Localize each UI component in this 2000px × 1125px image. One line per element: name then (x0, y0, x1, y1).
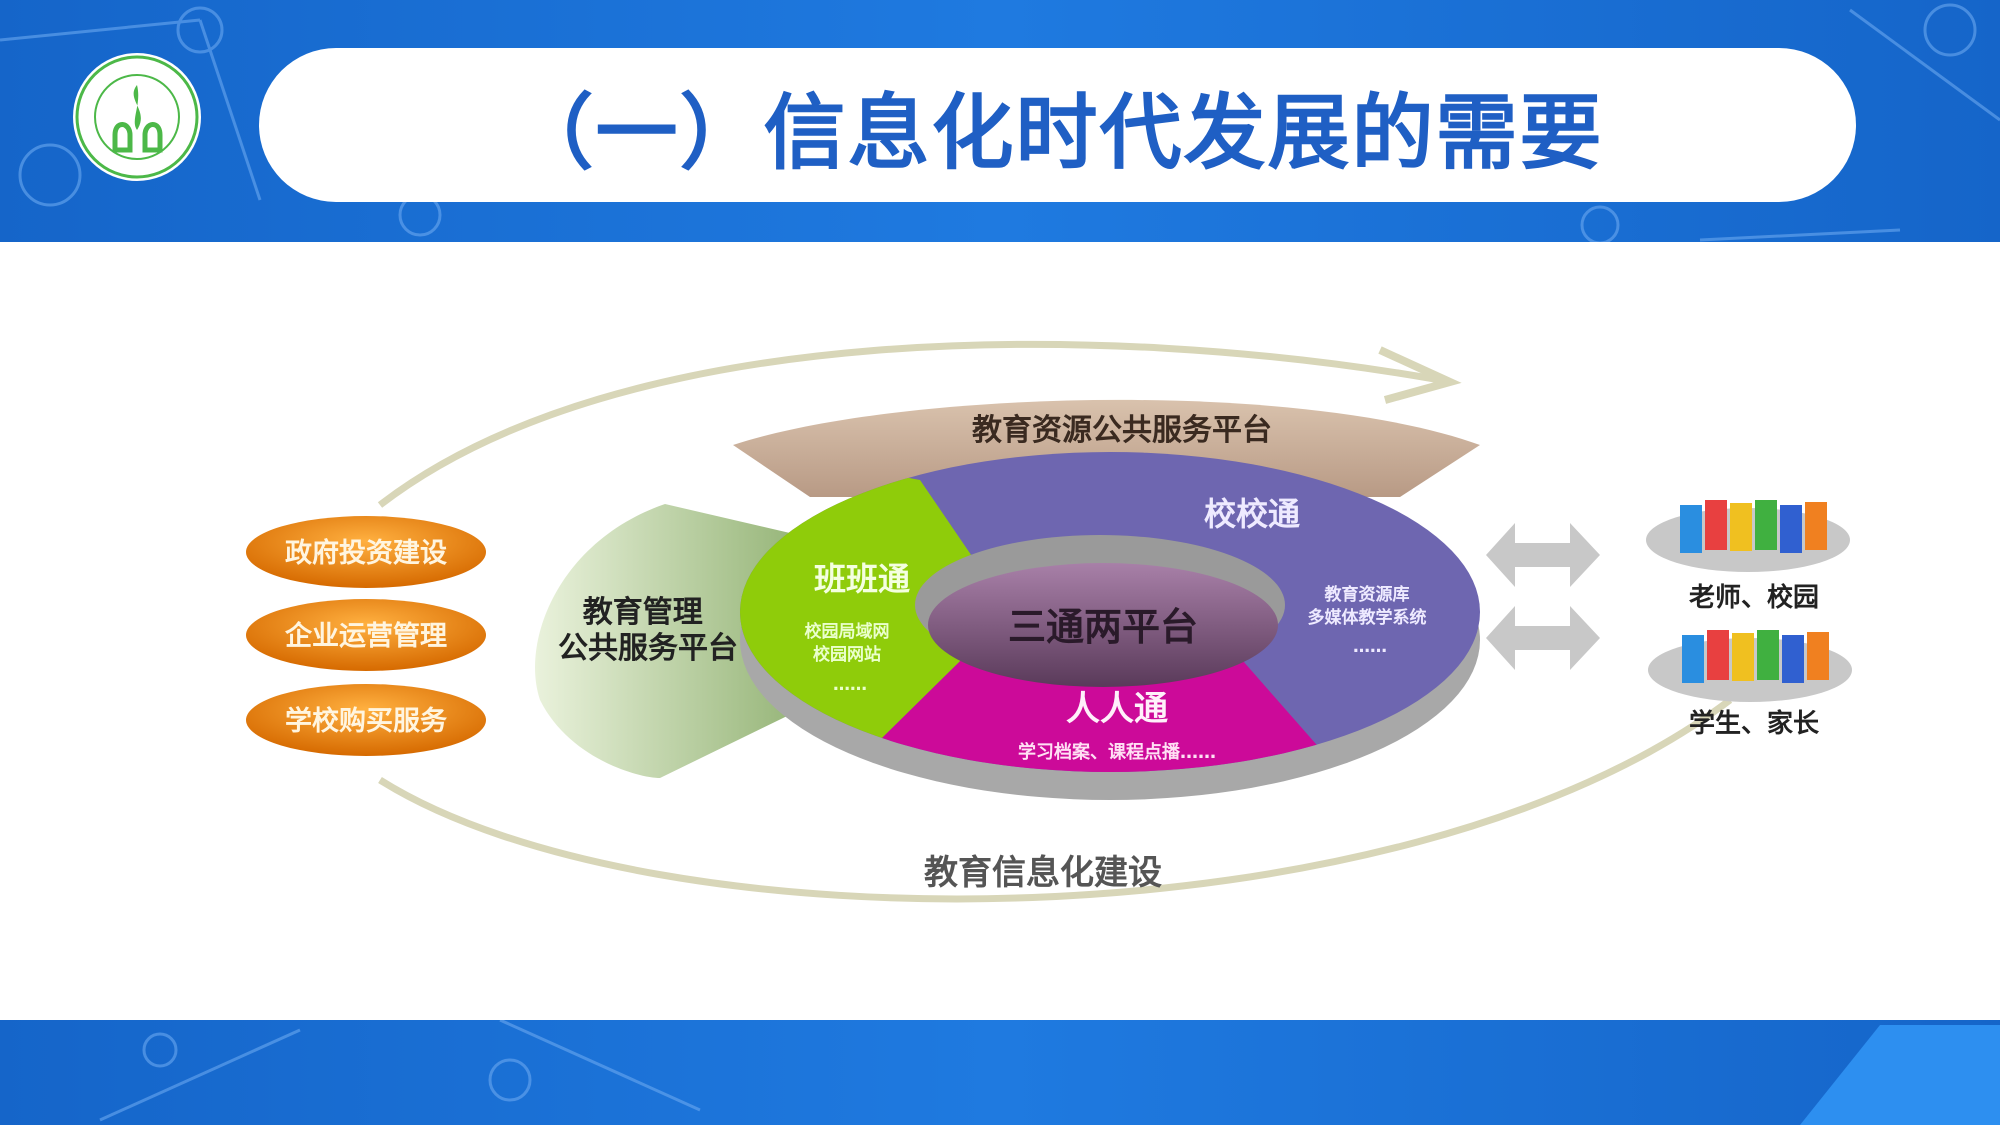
network-pattern (0, 3, 2000, 242)
left-leaf-label: 教育管理 公共服务平台 (558, 595, 738, 666)
xiaoxiaotong-desc: 教育资源库 多媒体教学系统 …… (1308, 584, 1433, 657)
people-group-icon (1646, 500, 1850, 572)
title-banner: （一）信息化时代发展的需要 (259, 48, 1856, 202)
user-label: 学生、家长 (1689, 708, 1820, 739)
people-group-icon (1648, 630, 1852, 702)
input-label: 学校购买服务 (285, 705, 447, 737)
banbantong-desc: 校园局域网 校园网站 …… (805, 621, 896, 695)
input-pill (246, 599, 486, 671)
input-pill (246, 516, 486, 588)
left-leaf-shape (535, 504, 820, 778)
footer-band (0, 1020, 2000, 1125)
network-pattern (99, 1020, 2000, 1125)
top-banner-label: 教育资源公共服务平台 (972, 413, 1272, 448)
center-label: 三通两平台 (1008, 605, 1198, 649)
input-label: 政府投资建设 (285, 537, 447, 569)
xiaoxiaotong-title: 校校通 (1204, 495, 1300, 533)
header-band: （一）信息化时代发展的需要 (0, 0, 2000, 242)
funding-inputs: 政府投资建设 企业运营管理 学校购买服务 (246, 516, 486, 756)
page-title: （一）信息化时代发展的需要 (511, 85, 1604, 181)
renrentong-desc: 学习档案、课程点播…… (1018, 741, 1216, 763)
cycle-arrow (377, 340, 1733, 903)
cycle-label: 教育信息化建设 (924, 853, 1162, 893)
input-label: 企业运营管理 (285, 620, 447, 652)
top-banner-shape (733, 399, 1480, 497)
double-arrow-icon (1486, 523, 1600, 670)
renrentong-title: 人人通 (1066, 689, 1168, 729)
user-label: 老师、校园 (1689, 582, 1819, 613)
center-hub (928, 563, 1278, 687)
input-pill (246, 684, 486, 756)
school-logo (70, 50, 205, 185)
banbantong-title: 班班通 (814, 560, 910, 598)
